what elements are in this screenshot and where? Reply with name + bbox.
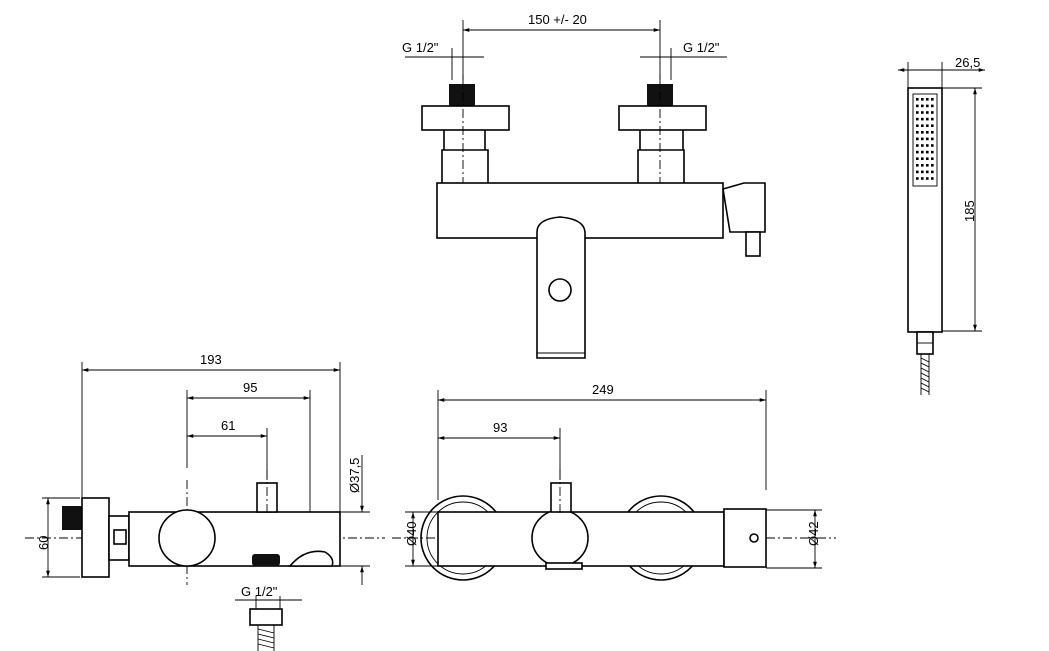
nozzle-dot [931, 137, 934, 141]
nozzle-dot [926, 157, 929, 160]
dim-outlet-thread: G 1/2" [241, 584, 278, 599]
nozzle-dot [916, 164, 919, 167]
dim-body-diameter-bottom: Ø40 [404, 521, 419, 546]
spray-nozzles [916, 98, 934, 180]
dim-thread-left: G 1/2" [402, 40, 439, 55]
nozzle-dot [916, 150, 919, 154]
hand-shower-view: 26,5 185 [898, 55, 985, 395]
dim-thread-right: G 1/2" [683, 40, 720, 55]
nozzle-dot [916, 111, 919, 114]
nozzle-dot [921, 104, 924, 108]
left-inlet-flange [421, 105, 510, 131]
nozzle-dot [921, 124, 924, 127]
nozzle-dot [921, 111, 924, 114]
dim-to-outlet: 61 [221, 418, 235, 433]
nozzle-dot [921, 98, 924, 101]
dim-hand-length: 185 [962, 200, 977, 222]
nozzle-dot [926, 124, 929, 127]
nozzle-dot [926, 170, 929, 174]
nozzle-dot [916, 131, 919, 134]
nozzle-dot [931, 111, 934, 114]
side-handle [158, 509, 216, 567]
nozzle-dot [926, 117, 929, 121]
nozzle-dot [931, 170, 934, 174]
nozzle-dot [916, 170, 919, 174]
nozzle-dot [931, 131, 934, 134]
nozzle-dot [931, 124, 934, 127]
nozzle-dot [916, 157, 919, 160]
dim-to-spout: 95 [243, 380, 257, 395]
nozzle-dot [931, 157, 934, 160]
nozzle-dot [916, 144, 919, 147]
diverter-pin [745, 231, 761, 257]
side-inlet-thread [62, 506, 82, 530]
spout-outlet [548, 278, 572, 302]
dim-total-depth: 193 [200, 352, 222, 367]
nozzle-dot [926, 177, 929, 180]
dim-total-width: 249 [592, 382, 614, 397]
diverter-knob [722, 182, 766, 233]
hose-thread-hand [920, 354, 930, 395]
nozzle-dot [931, 177, 934, 180]
nozzle-dot [926, 104, 929, 108]
bottom-view: 249 93 Ø40 Ø42 [392, 382, 836, 581]
nozzle-dot [921, 170, 924, 174]
nozzle-dot [931, 164, 934, 167]
hand-shower-body [907, 87, 943, 333]
bottom-top-cap [550, 482, 572, 513]
nozzle-dot [921, 144, 924, 147]
nozzle-dot [921, 157, 924, 160]
nozzle-dot [926, 150, 929, 154]
nozzle-dot [926, 137, 929, 141]
nozzle-dot [921, 137, 924, 141]
side-wall-flange [81, 497, 110, 578]
dim-hand-width: 26,5 [955, 55, 980, 70]
nozzle-dot [931, 117, 934, 121]
nozzle-dot [916, 124, 919, 127]
nozzle-dot [931, 144, 934, 147]
hose-thread-side [257, 625, 275, 651]
dim-to-outlet-bottom: 93 [493, 420, 507, 435]
nozzle-dot [916, 137, 919, 141]
nozzle-dot [921, 131, 924, 134]
nozzle-dot [931, 150, 934, 154]
nozzle-dot [916, 98, 919, 101]
nozzle-dot [916, 117, 919, 121]
nozzle-dot [926, 131, 929, 134]
left-inlet-thread [449, 84, 475, 106]
side-outlet-thread [252, 554, 280, 566]
nozzle-dot [921, 177, 924, 180]
side-spout [288, 550, 334, 567]
nozzle-dot [916, 177, 919, 180]
nozzle-dot [926, 111, 929, 114]
nozzle-dot [926, 164, 929, 167]
spout-front [536, 216, 586, 359]
bottom-center-handle [531, 509, 589, 567]
nozzle-dot [931, 98, 934, 101]
dim-height: 60 [36, 536, 51, 550]
right-inlet-flange [618, 105, 707, 131]
nozzle-dot [921, 164, 924, 167]
side-view: 193 95 61 60 Ø37,5 [25, 352, 385, 651]
nozzle-dot [926, 144, 929, 147]
bottom-diverter [723, 508, 767, 568]
nozzle-dot [931, 104, 934, 108]
dim-body-diameter-side: Ø37,5 [347, 458, 362, 493]
dim-handle-diameter: Ø42 [806, 521, 821, 546]
front-view: 150 +/- 20 G 1/2" G 1/2" [402, 12, 766, 359]
nozzle-dot [921, 150, 924, 154]
dim-inlet-spacing: 150 +/- 20 [528, 12, 587, 27]
nozzle-dot [921, 117, 924, 121]
nozzle-dot [916, 104, 919, 108]
nozzle-dot [926, 98, 929, 101]
